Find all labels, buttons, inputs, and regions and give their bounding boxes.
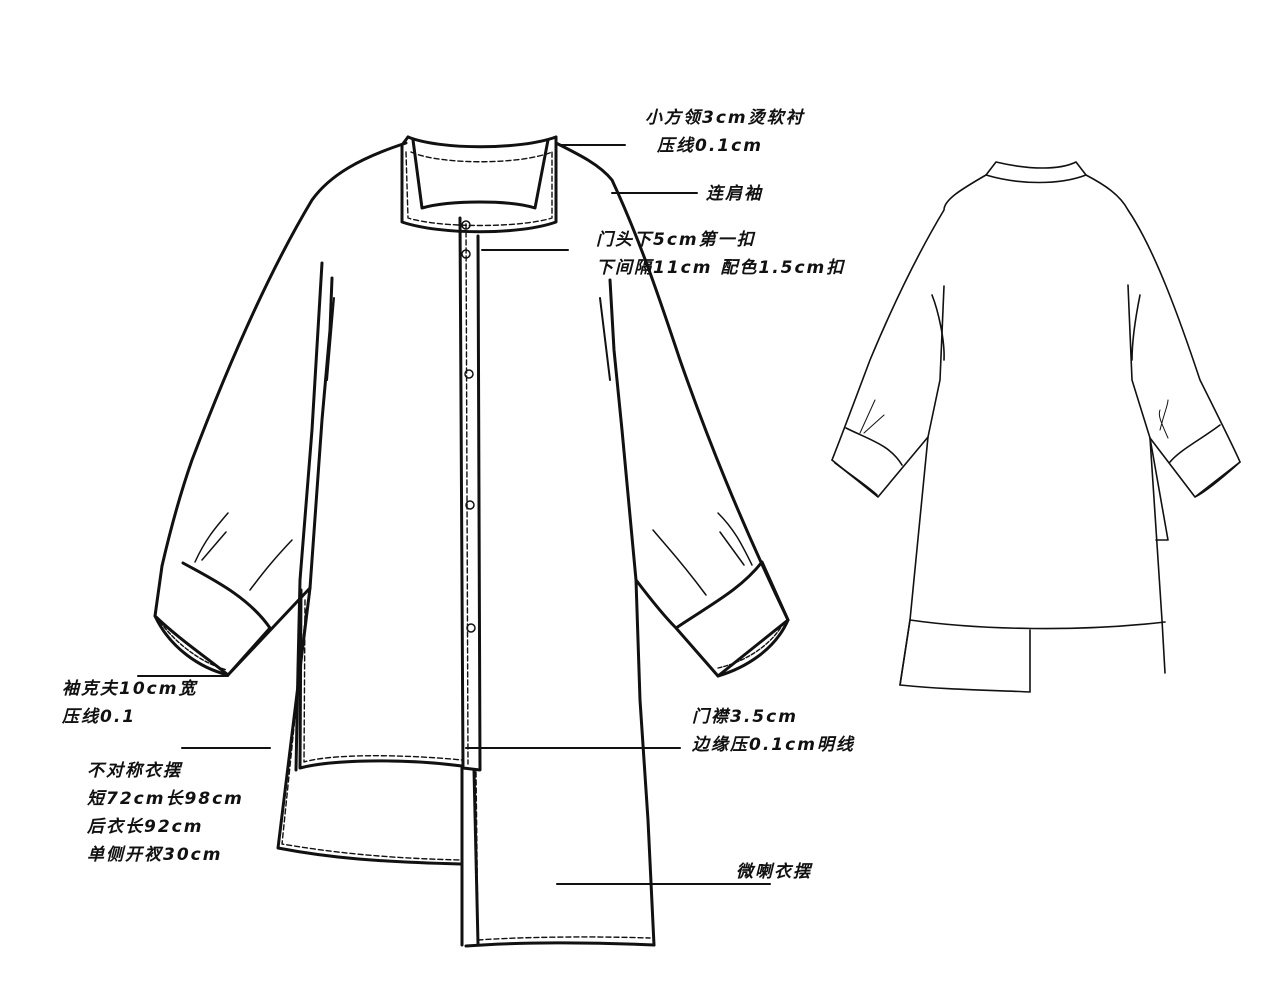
annotation-buttons-line2: 下间隔11cm 配色1.5cm扣 [596, 258, 846, 278]
leader-lines [137, 144, 771, 885]
front-long-hem [464, 941, 656, 948]
annotation-hem: 不对称衣摆 短72cm长98cm 后衣长92cm 单侧开衩30cm [87, 757, 244, 869]
annotation-collar-line1: 小方领3cm烫软衬 [645, 108, 805, 128]
annotation-sleeve: 连肩袖 [706, 180, 763, 208]
front-view [153, 135, 790, 948]
annotation-placket-line2: 边缘压0.1cm明线 [692, 735, 855, 755]
annotation-hem-line4: 单侧开衩30cm [87, 845, 223, 865]
annotation-buttons: 门头下5cm第一扣 下间隔11cm 配色1.5cm扣 [596, 226, 845, 282]
annotation-sleeve-line1: 连肩袖 [706, 184, 763, 204]
front-buttons [461, 220, 476, 633]
front-right-sleeve-outer [554, 141, 790, 622]
front-placket [458, 216, 482, 772]
front-right-body-edge [634, 578, 656, 947]
front-right-cuff [634, 560, 790, 678]
front-left-cuff [153, 561, 312, 677]
annotation-placket-line1: 门襟3.5cm [692, 707, 798, 727]
front-left-sleeve-outer [160, 141, 408, 568]
button-icon [465, 500, 475, 510]
front-square-collar [400, 135, 558, 234]
annotation-flare: 微喇衣摆 [736, 858, 812, 886]
button-icon [461, 249, 471, 259]
front-right-sleeve-inner [608, 278, 638, 582]
back-view [831, 161, 1241, 693]
button-icon [464, 369, 474, 379]
front-short-hem [298, 588, 464, 770]
front-left-lower-flap [276, 586, 462, 866]
annotation-collar-line2: 压线0.1cm [657, 136, 763, 156]
annotation-flare-line1: 微喇衣摆 [736, 862, 812, 882]
annotation-hem-line2: 短72cm长98cm [87, 789, 244, 809]
button-icon [466, 623, 476, 633]
annotation-cuff: 袖克夫10cm宽 压线0.1 [62, 675, 197, 731]
annotation-placket: 门襟3.5cm 边缘压0.1cm明线 [692, 703, 855, 759]
annotation-collar: 小方领3cm烫软衬 压线0.1cm [645, 104, 805, 160]
annotation-hem-line1: 不对称衣摆 [87, 761, 182, 781]
annotation-hem-line3: 后衣长92cm [87, 817, 204, 837]
annotation-cuff-line2: 压线0.1 [62, 707, 137, 727]
front-left-sleeve-inner [308, 276, 334, 590]
annotation-buttons-line1: 门头下5cm第一扣 [596, 230, 756, 250]
annotation-cuff-line1: 袖克夫10cm宽 [62, 679, 198, 699]
